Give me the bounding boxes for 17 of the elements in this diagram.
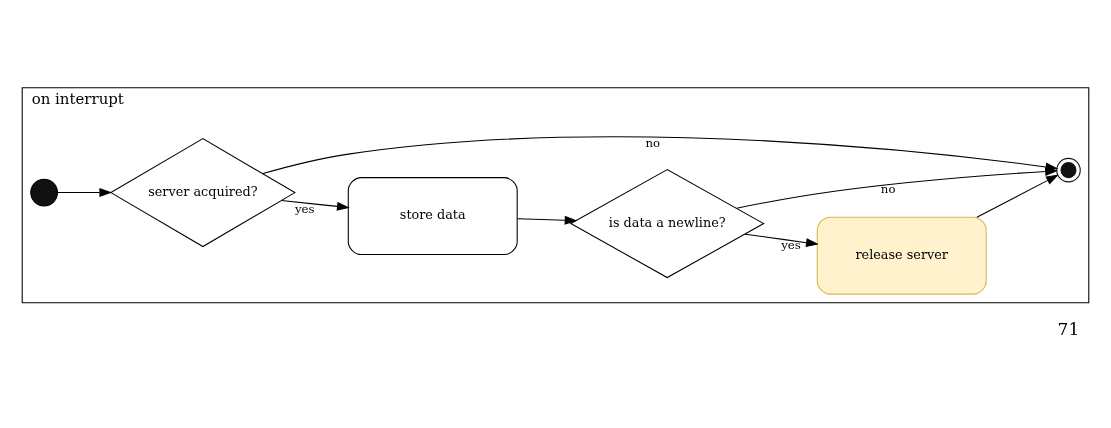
node-diamond: is data a newline? — [569, 168, 765, 278]
arrow — [516, 215, 578, 225]
edge-label: yes — [294, 201, 315, 216]
node-circle — [30, 178, 58, 206]
node-box: store data — [347, 176, 518, 255]
label: 71 — [1057, 318, 1080, 339]
arrow — [280, 199, 350, 211]
edge-label: no — [645, 135, 661, 150]
arrow — [976, 174, 1059, 218]
arrow — [57, 187, 113, 197]
arrow — [744, 233, 819, 247]
node-box: release server — [816, 216, 987, 295]
edge-label: no — [880, 181, 896, 196]
arrow — [736, 166, 1058, 209]
edge-label: yes — [781, 237, 801, 252]
node-diamond: server acquired? — [109, 137, 296, 247]
node-bullseye — [1056, 157, 1081, 182]
